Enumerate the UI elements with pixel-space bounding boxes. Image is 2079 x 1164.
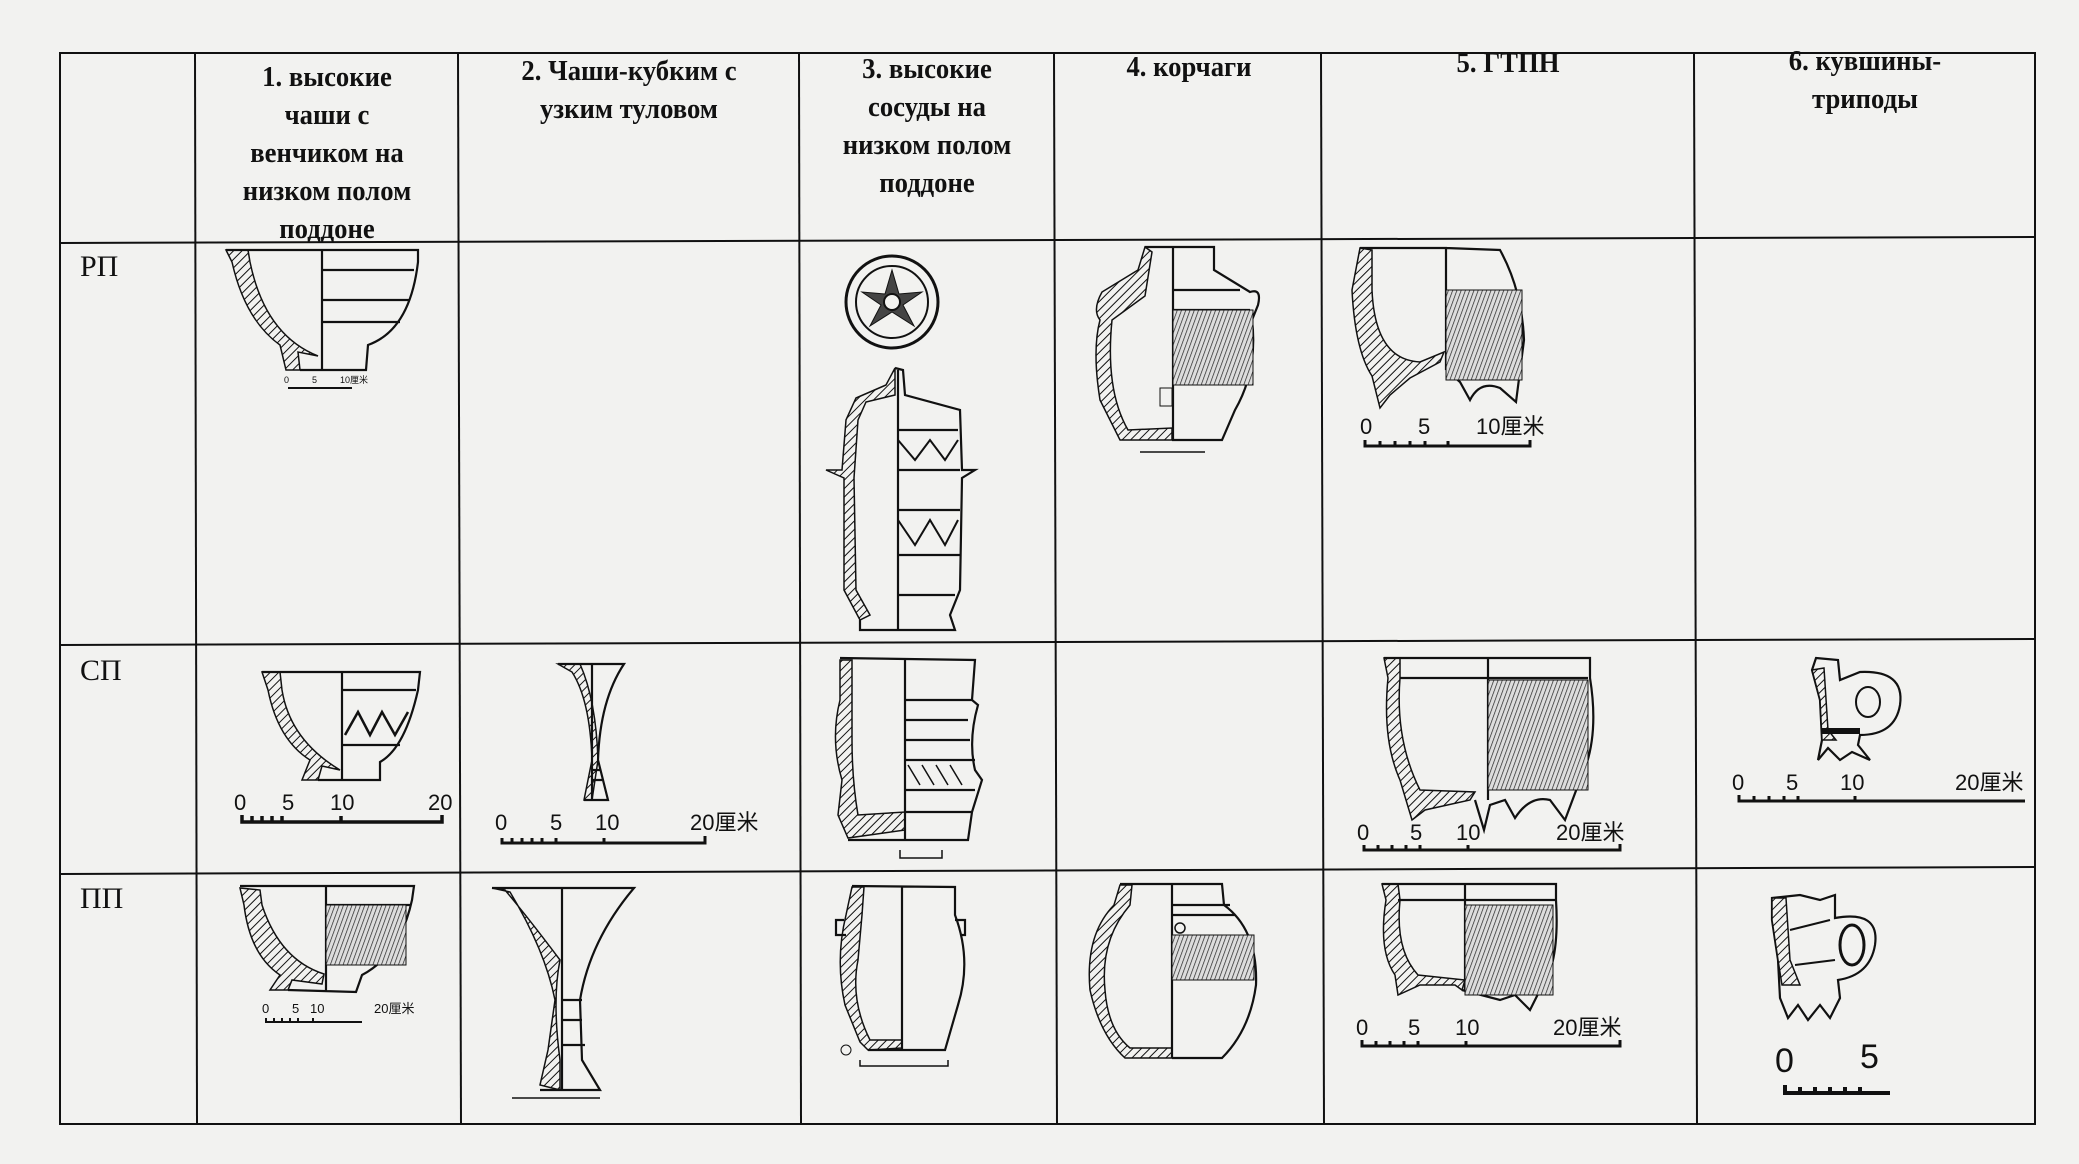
scale-bar: 0 5 10 20 bbox=[234, 790, 452, 824]
vessel-drawing-pp-jug-tripod bbox=[1770, 893, 1877, 1022]
svg-text:20厘米: 20厘米 bbox=[690, 810, 758, 835]
vessel-drawing-pp-bowl bbox=[239, 884, 416, 994]
row-label-pp: ПП bbox=[80, 882, 124, 915]
vessel-drawing-rp-bowl bbox=[224, 248, 420, 372]
svg-text:5: 5 bbox=[550, 810, 562, 835]
svg-text:5: 5 bbox=[1410, 820, 1422, 845]
vessel-drawing-pp-jar bbox=[1088, 882, 1258, 1060]
svg-text:10: 10 bbox=[310, 1001, 324, 1016]
svg-text:0: 0 bbox=[1356, 1015, 1368, 1040]
header-line: поддоне bbox=[279, 213, 375, 245]
svg-text:10: 10 bbox=[330, 790, 354, 815]
svg-text:10厘米: 10厘米 bbox=[1476, 414, 1544, 439]
svg-text:5: 5 bbox=[1786, 770, 1798, 795]
vessel-drawing-pp-tripod-pot bbox=[1381, 882, 1558, 1012]
svg-text:5: 5 bbox=[1408, 1015, 1420, 1040]
svg-text:0: 0 bbox=[1732, 770, 1744, 795]
row-label-sp: СП bbox=[80, 654, 122, 687]
header-line: 6. кувшины- bbox=[1788, 45, 1942, 77]
table-grid bbox=[59, 52, 2036, 1125]
scale-bar: 0 5 10厘米 bbox=[284, 374, 368, 389]
column-header-6: 6. кувшины- триподы bbox=[1710, 42, 2021, 118]
vessel-drawing-sp-tripod-pot bbox=[1383, 656, 1595, 835]
vessel-drawing-rp-tall-lidded-vessel bbox=[825, 366, 979, 632]
header-line: 5. ГТПН bbox=[1456, 47, 1560, 79]
scale-bar: 0 5 10 20厘米 bbox=[1356, 1015, 1622, 1048]
header-line: 4. корчаги bbox=[1126, 51, 1252, 83]
scale-bar: 0 5 10 20厘米 bbox=[1732, 770, 2025, 803]
header-line: низком полом bbox=[842, 129, 1012, 161]
svg-text:10厘米: 10厘米 bbox=[340, 374, 368, 385]
vessel-drawing-rp-tripod-pot bbox=[1351, 246, 1526, 410]
svg-text:0: 0 bbox=[262, 1001, 269, 1016]
header-line: венчиком на bbox=[250, 137, 404, 169]
scale-bar bbox=[899, 850, 943, 859]
column-header-4: 4. корчаги bbox=[1066, 48, 1313, 86]
svg-text:10: 10 bbox=[595, 810, 619, 835]
header-line: 3. высокие bbox=[862, 53, 992, 85]
svg-text:5: 5 bbox=[1418, 414, 1430, 439]
svg-text:0: 0 bbox=[495, 810, 507, 835]
scale-bar: 0 5 10 20厘米 bbox=[262, 1001, 414, 1023]
svg-text:0: 0 bbox=[1360, 414, 1372, 439]
vessel-drawing-sp-tall-vessel bbox=[834, 656, 984, 842]
svg-text:5: 5 bbox=[1860, 1038, 1879, 1076]
vessel-drawing-pp-tall-goblet bbox=[491, 886, 637, 1092]
column-header-3: 3. высокие сосуды на низком полом поддон… bbox=[810, 50, 1044, 202]
svg-text:20厘米: 20厘米 bbox=[1553, 1015, 1621, 1040]
svg-text:0: 0 bbox=[284, 375, 289, 385]
header-line: 1. высокие bbox=[262, 61, 392, 93]
svg-text:5: 5 bbox=[312, 375, 317, 385]
scale-bar: 0 5 10 20厘米 bbox=[495, 810, 758, 845]
vessel-drawing-pp-vessel-with-lugs bbox=[834, 884, 967, 1056]
header-line: 2. Чаши-кубким с bbox=[521, 55, 737, 87]
scale-bar: 0 5 10 20厘米 bbox=[1357, 820, 1624, 852]
vessel-drawing-rp-lid-top-view bbox=[844, 254, 940, 350]
vessel-drawing-sp-jug-tripod bbox=[1810, 656, 1902, 762]
svg-text:20: 20 bbox=[428, 790, 452, 815]
header-line: сосуды на bbox=[867, 91, 987, 123]
scale-bar bbox=[859, 1060, 949, 1067]
svg-text:10: 10 bbox=[1840, 770, 1864, 795]
vessel-drawing-sp-goblet bbox=[555, 662, 627, 802]
svg-text:20厘米: 20厘米 bbox=[374, 1001, 414, 1016]
svg-text:10: 10 bbox=[1455, 1015, 1479, 1040]
vessel-drawing-sp-bowl bbox=[260, 670, 422, 782]
header-line: низком полом bbox=[242, 175, 412, 207]
svg-text:5: 5 bbox=[282, 790, 294, 815]
svg-text:20厘米: 20厘米 bbox=[1955, 770, 2023, 795]
svg-text:0: 0 bbox=[1357, 820, 1369, 845]
header-line: чаши с bbox=[284, 99, 370, 131]
header-line: узким туловом bbox=[540, 93, 718, 125]
svg-text:0: 0 bbox=[234, 790, 246, 815]
svg-text:20厘米: 20厘米 bbox=[1556, 820, 1624, 845]
svg-text:5: 5 bbox=[292, 1001, 299, 1016]
column-header-5: 5. ГТПН bbox=[1337, 44, 1679, 82]
column-header-1: 1. высокие чаши с венчиком на низком пол… bbox=[207, 58, 446, 248]
vessel-drawing-rp-jar bbox=[1095, 245, 1261, 442]
scale-bar: 0 5 10厘米 bbox=[1360, 414, 1544, 448]
column-header-2: 2. Чаши-кубким с узким туловом bbox=[473, 52, 786, 128]
row-label-rp: РП bbox=[80, 250, 119, 283]
svg-text:0: 0 bbox=[1775, 1042, 1794, 1080]
header-line: триподы bbox=[1812, 83, 1918, 115]
header-line: поддоне bbox=[879, 167, 975, 199]
svg-text:10: 10 bbox=[1456, 820, 1480, 845]
